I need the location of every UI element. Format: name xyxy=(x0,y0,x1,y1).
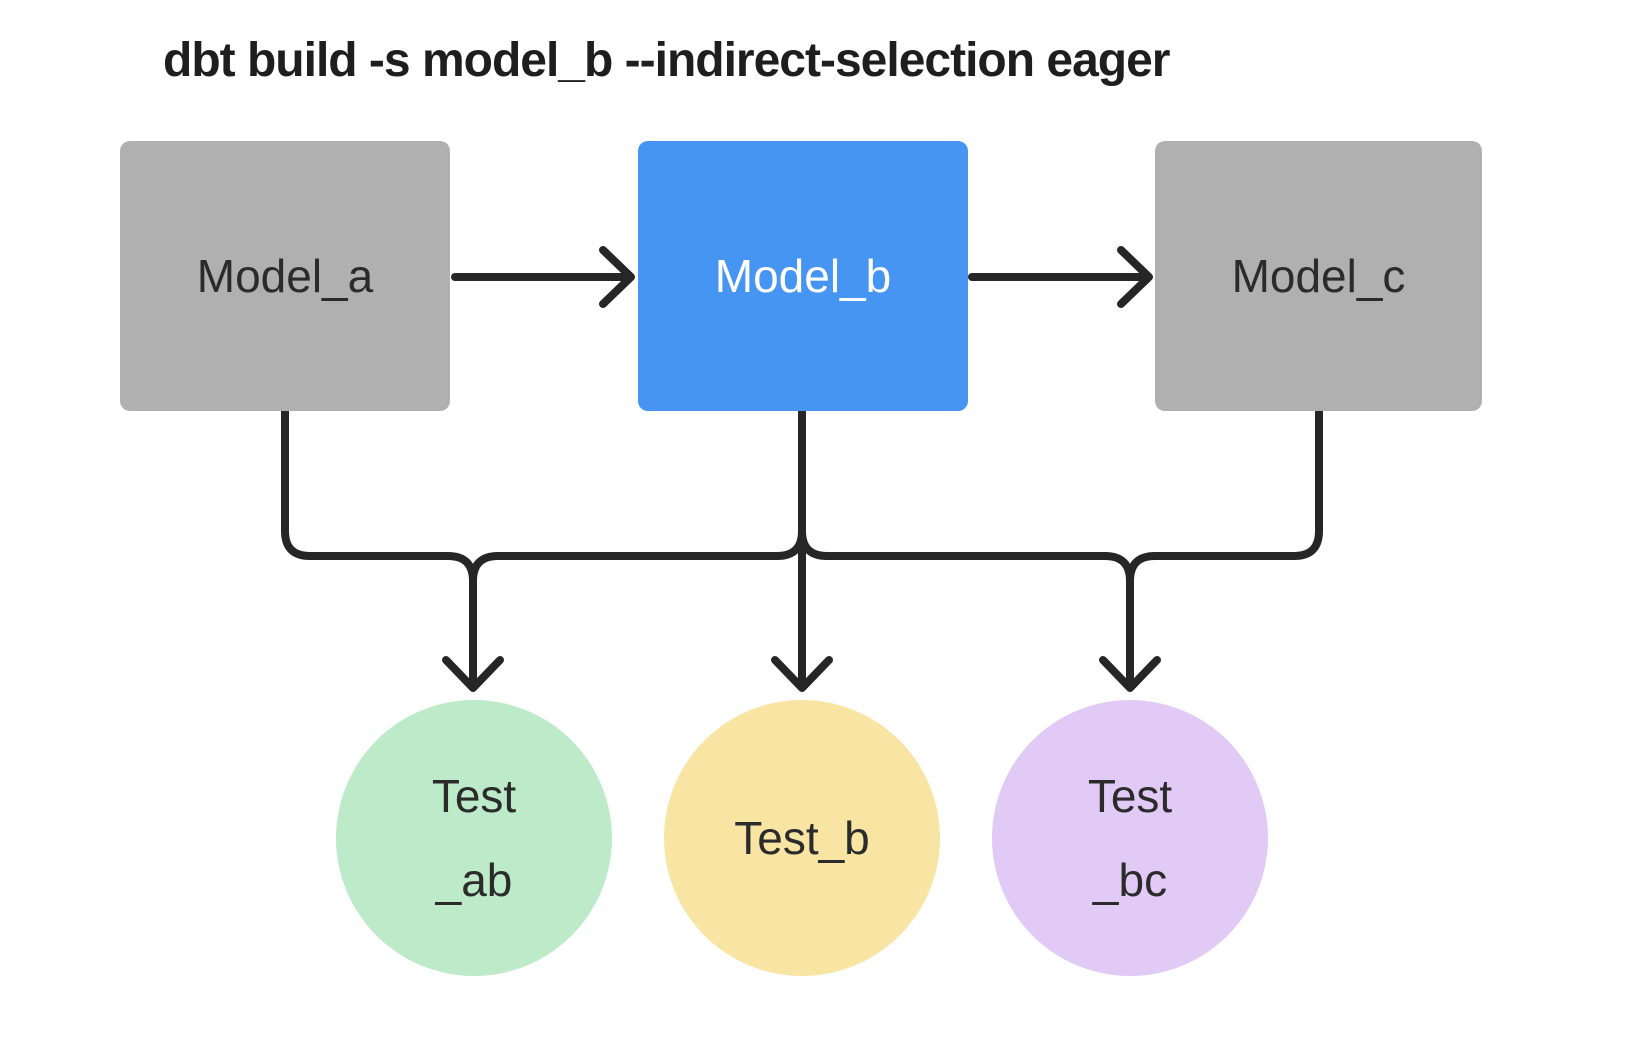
edge-model-a-test-ab xyxy=(281,407,477,690)
node-model-c-label: Model_c xyxy=(1231,250,1406,302)
edge-model-b-test-ab xyxy=(469,527,806,585)
node-test-bc-label-line2: _bc xyxy=(1092,854,1168,906)
node-model-b-label: Model_b xyxy=(714,250,892,302)
node-model-a-label: Model_a xyxy=(196,250,374,302)
arrowhead-test-ab-icon xyxy=(442,656,504,692)
edge-model-c-test-bc xyxy=(1126,407,1323,690)
node-test-bc: Test _bc xyxy=(992,700,1268,976)
diagram-title: dbt build -s model_b --indirect-selectio… xyxy=(163,34,1170,87)
node-test-b: Test_b xyxy=(664,700,940,976)
node-test-bc-label-line1: Test xyxy=(1087,770,1173,822)
arrowhead-model-c-icon xyxy=(1117,246,1153,308)
node-test-ab-label-line1: Test xyxy=(431,770,517,822)
node-model-b-selected: Model_b xyxy=(638,141,968,411)
arrowhead-test-bc-icon xyxy=(1099,656,1161,692)
arrowhead-model-b-icon xyxy=(599,246,635,308)
arrowhead-test-b-icon xyxy=(771,656,833,692)
node-test-ab-label-line2: _ab xyxy=(435,854,513,906)
edge-model-b-test-bc xyxy=(798,527,1134,585)
node-model-c: Model_c xyxy=(1155,141,1482,411)
node-test-b-label: Test_b xyxy=(734,812,870,864)
node-test-ab: Test _ab xyxy=(336,700,612,976)
node-model-a: Model_a xyxy=(120,141,450,411)
